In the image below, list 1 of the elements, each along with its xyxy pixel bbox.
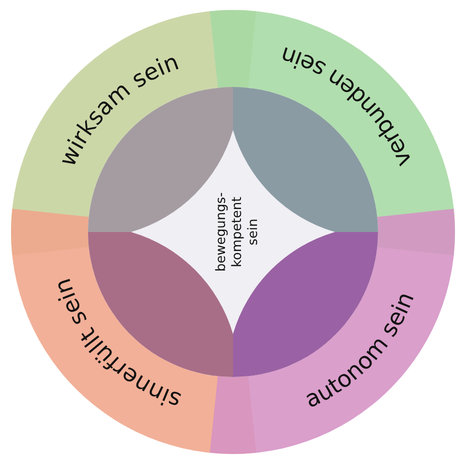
center-label: bewegungs- kompetent sein bbox=[214, 192, 261, 272]
